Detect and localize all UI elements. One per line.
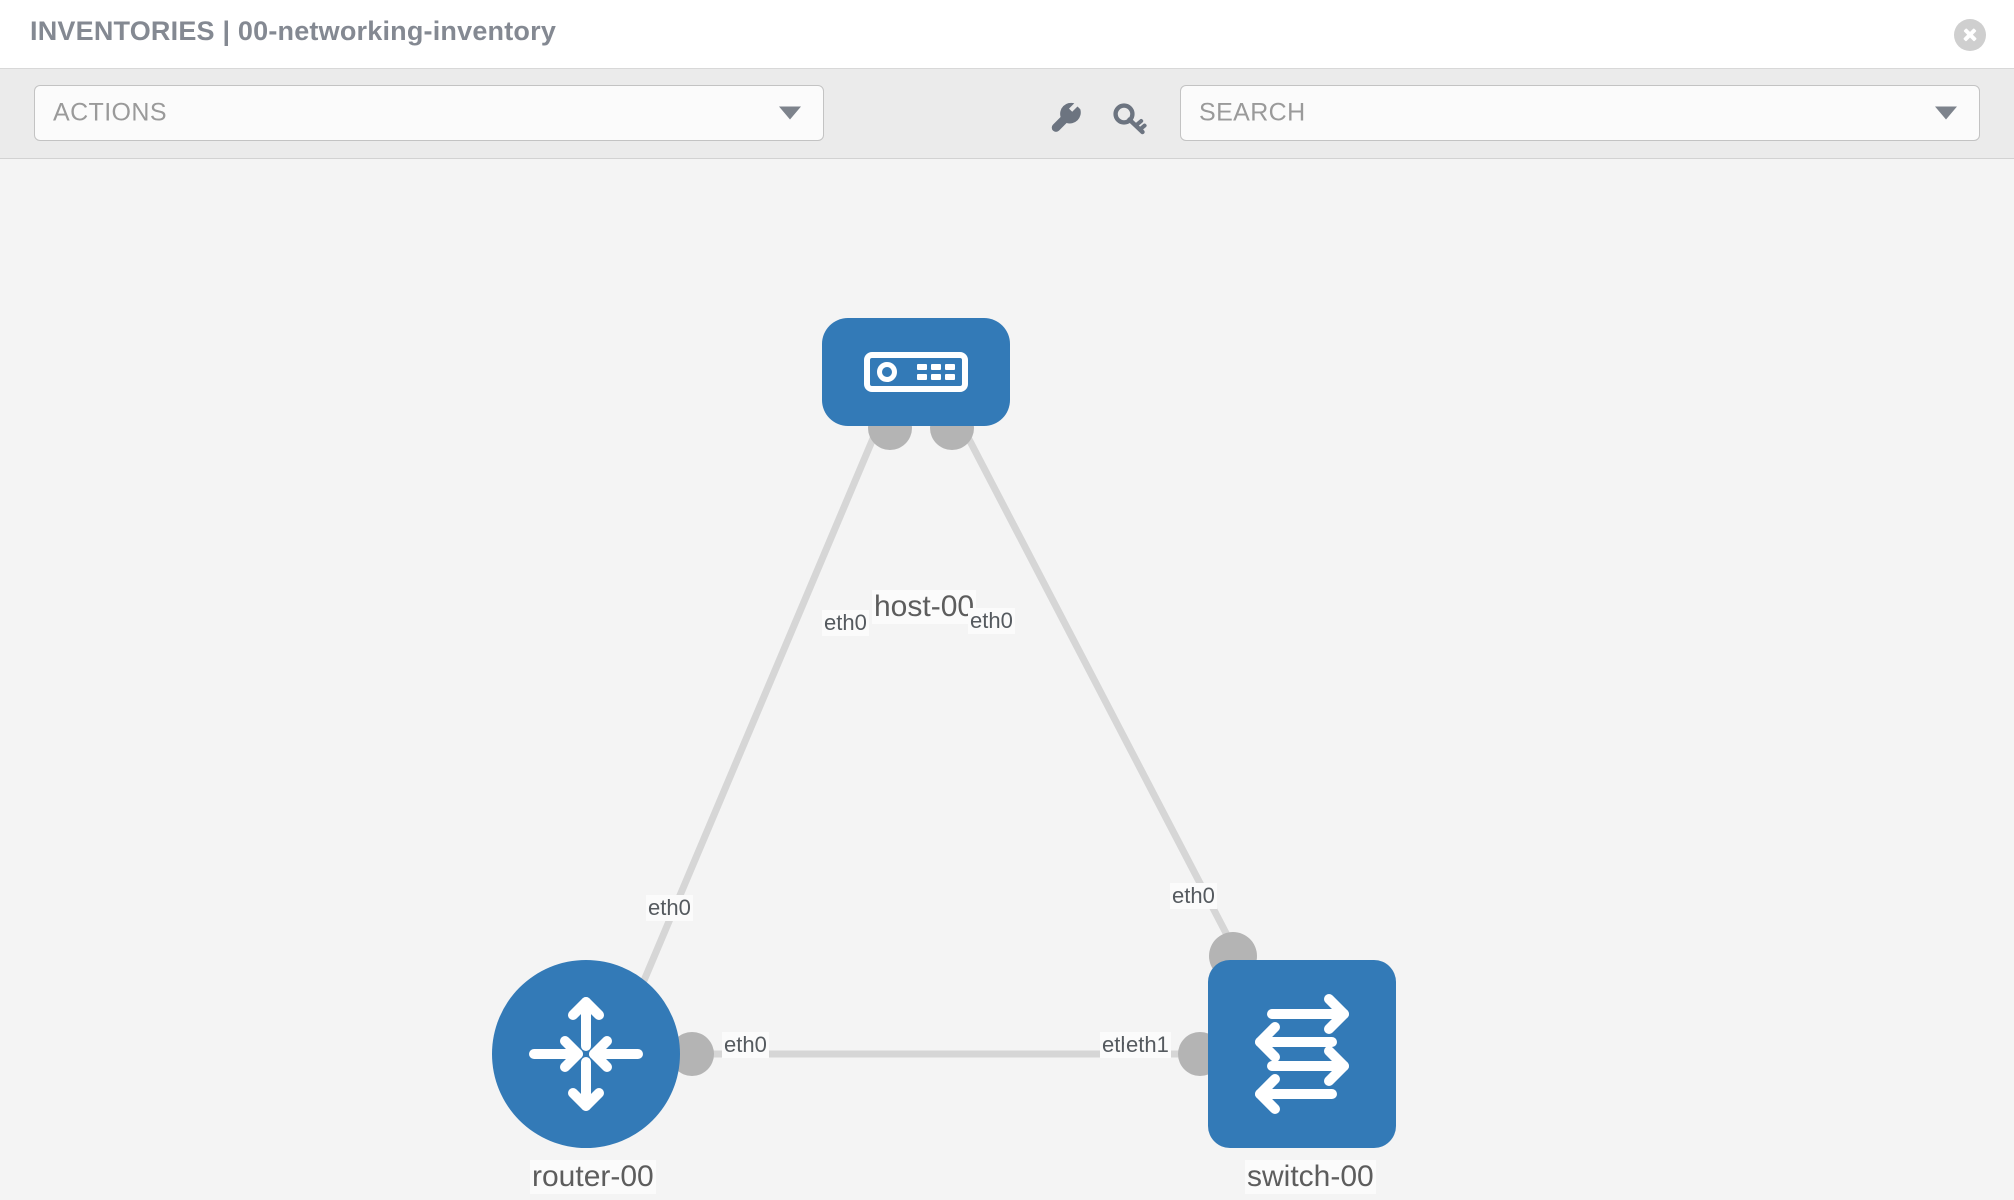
search-placeholder: SEARCH — [1199, 98, 1306, 127]
key-icon[interactable] — [1110, 99, 1150, 139]
search-input[interactable]: SEARCH — [1180, 85, 1980, 141]
actions-dropdown[interactable]: ACTIONS — [34, 85, 824, 141]
router-arrows-icon — [529, 997, 643, 1111]
actions-dropdown-label: ACTIONS — [53, 98, 167, 127]
topology-edges — [636, 420, 1244, 1058]
close-icon[interactable] — [1954, 19, 1986, 51]
topology-canvas[interactable]: host-00 router-00 switch-00 eth0 eth0 et… — [0, 160, 2014, 1200]
toolbar: ACTIONS SEARCH — [0, 69, 2014, 159]
node-label-router: router-00 — [530, 1160, 656, 1194]
interface-label-router-right: eth0 — [722, 1032, 769, 1058]
edge-host-switch — [956, 420, 1244, 962]
page-header: INVENTORIES | 00-networking-inventory — [0, 0, 2014, 69]
chevron-down-icon — [1935, 106, 1957, 120]
node-label-switch: switch-00 — [1245, 1160, 1376, 1194]
topology-node-router[interactable] — [492, 960, 680, 1148]
interface-label-switch-uplink: eth0 — [1170, 883, 1217, 909]
server-icon — [864, 352, 968, 392]
chevron-down-icon — [779, 106, 801, 120]
topology-node-host[interactable] — [822, 318, 1010, 426]
switch-arrows-icon — [1255, 994, 1349, 1114]
interface-label-switch-left-b: eth1 — [1124, 1032, 1171, 1058]
interface-label-host-right: eth0 — [968, 608, 1015, 634]
interface-label-router-uplink: eth0 — [646, 895, 693, 921]
topology-connectors — [670, 406, 1257, 1076]
node-label-host: host-00 — [872, 590, 977, 624]
wrench-icon[interactable] — [1047, 99, 1087, 139]
connector-router-right — [670, 1032, 714, 1076]
page-title: INVENTORIES | 00-networking-inventory — [30, 16, 557, 46]
topology-graph — [636, 406, 1257, 1076]
topology-node-switch[interactable] — [1208, 960, 1396, 1148]
interface-label-host-left: eth0 — [822, 610, 869, 636]
